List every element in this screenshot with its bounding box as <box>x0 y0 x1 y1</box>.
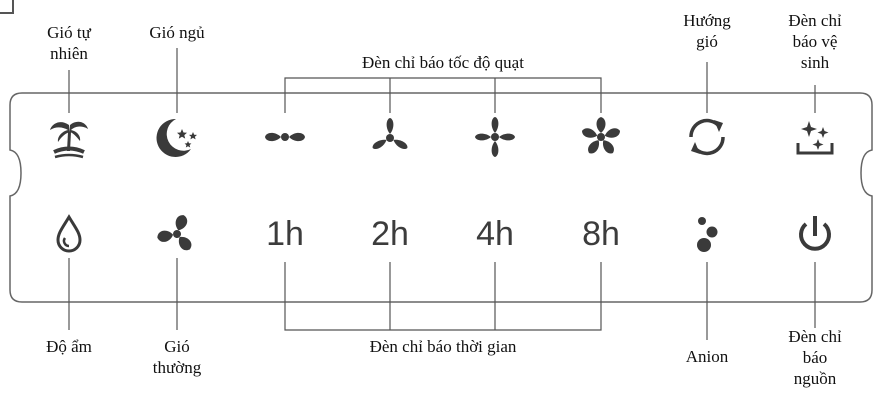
humidity-drop-icon[interactable] <box>43 208 95 260</box>
fan-speed-1-icon[interactable] <box>259 111 311 163</box>
fan-speed-4-icon[interactable] <box>575 111 627 163</box>
timer-4h[interactable]: 4h <box>476 215 514 253</box>
normal-fan-icon[interactable] <box>151 208 203 260</box>
palm-tree-icon[interactable] <box>43 111 95 163</box>
fan-speed-2-icon[interactable] <box>364 111 416 163</box>
panel-outline <box>9 92 873 303</box>
line-speed-bracket <box>284 77 602 113</box>
label-den-thoi-gian: Đèn chỉ báo thời gian <box>369 337 517 356</box>
fan-speed-3-icon[interactable] <box>469 111 521 163</box>
timer-8h[interactable]: 8h <box>582 215 620 253</box>
cleaning-sparkle-icon[interactable] <box>789 111 841 163</box>
label-den-toc-do: Đèn chỉ báo tốc độ quạt <box>362 53 524 72</box>
anion-dots-icon[interactable] <box>681 208 733 260</box>
corner-mark <box>0 0 14 14</box>
timer-2h[interactable]: 2h <box>371 215 409 253</box>
label-anion: Anion <box>685 347 729 366</box>
label-do-am: Độ ẩm <box>46 337 92 356</box>
swing-rotate-icon[interactable] <box>681 111 733 163</box>
line-time-bracket <box>284 262 602 331</box>
label-gio-ngu: Gió ngủ <box>149 23 205 42</box>
power-icon[interactable] <box>789 208 841 260</box>
moon-stars-icon[interactable] <box>151 111 203 163</box>
timer-1h[interactable]: 1h <box>266 215 304 253</box>
